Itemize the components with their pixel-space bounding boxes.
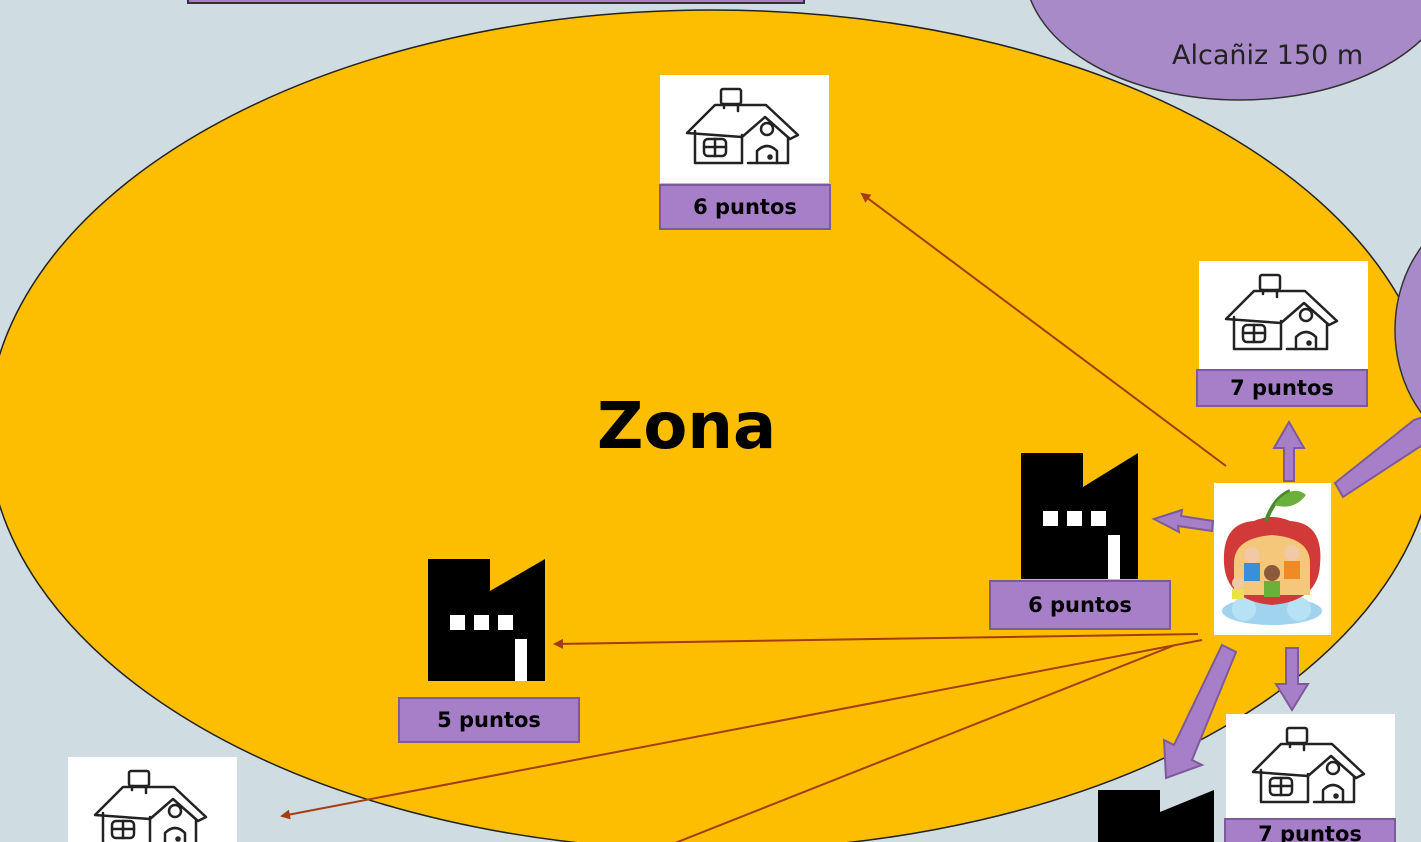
house-bottom-left-icon — [68, 757, 237, 842]
zone-title: Zona — [597, 390, 777, 464]
bubble-text: Alcañiz 150 m — [1172, 40, 1364, 71]
block-arrow-downleft — [1162, 643, 1238, 780]
arrow-to-bottom — [674, 644, 1176, 842]
house-right-icon — [1199, 261, 1368, 369]
house-bottom-right-label: 7 puntos — [1224, 818, 1396, 842]
zone-ellipse — [0, 9, 1421, 842]
arrow-to-house-bottom-left — [280, 639, 1203, 820]
factory-bottom-icon — [1098, 790, 1214, 842]
factory-mid-icon — [1021, 453, 1138, 579]
block-arrow-up — [1272, 419, 1306, 482]
arrow-to-factory-left — [553, 633, 1199, 649]
house-right-label: 7 puntos — [1196, 369, 1368, 407]
house-top-icon — [660, 75, 829, 183]
factory-left-label: 5 puntos — [398, 697, 580, 743]
house-top-label: 6 puntos — [659, 184, 831, 230]
school-icon — [1214, 483, 1331, 635]
factory-mid-label: 6 puntos — [989, 580, 1171, 630]
block-arrow-left — [1151, 508, 1215, 534]
right-partial-bubble — [1394, 246, 1421, 414]
block-arrow-down — [1274, 647, 1310, 712]
distance-bubble — [1030, 0, 1421, 101]
factory-left-icon — [428, 559, 545, 681]
house-bottom-right-icon — [1226, 714, 1395, 822]
block-arrow-upright — [1333, 416, 1421, 499]
arrow-to-house-top — [860, 192, 1227, 467]
top-partial-box — [187, 0, 805, 4]
